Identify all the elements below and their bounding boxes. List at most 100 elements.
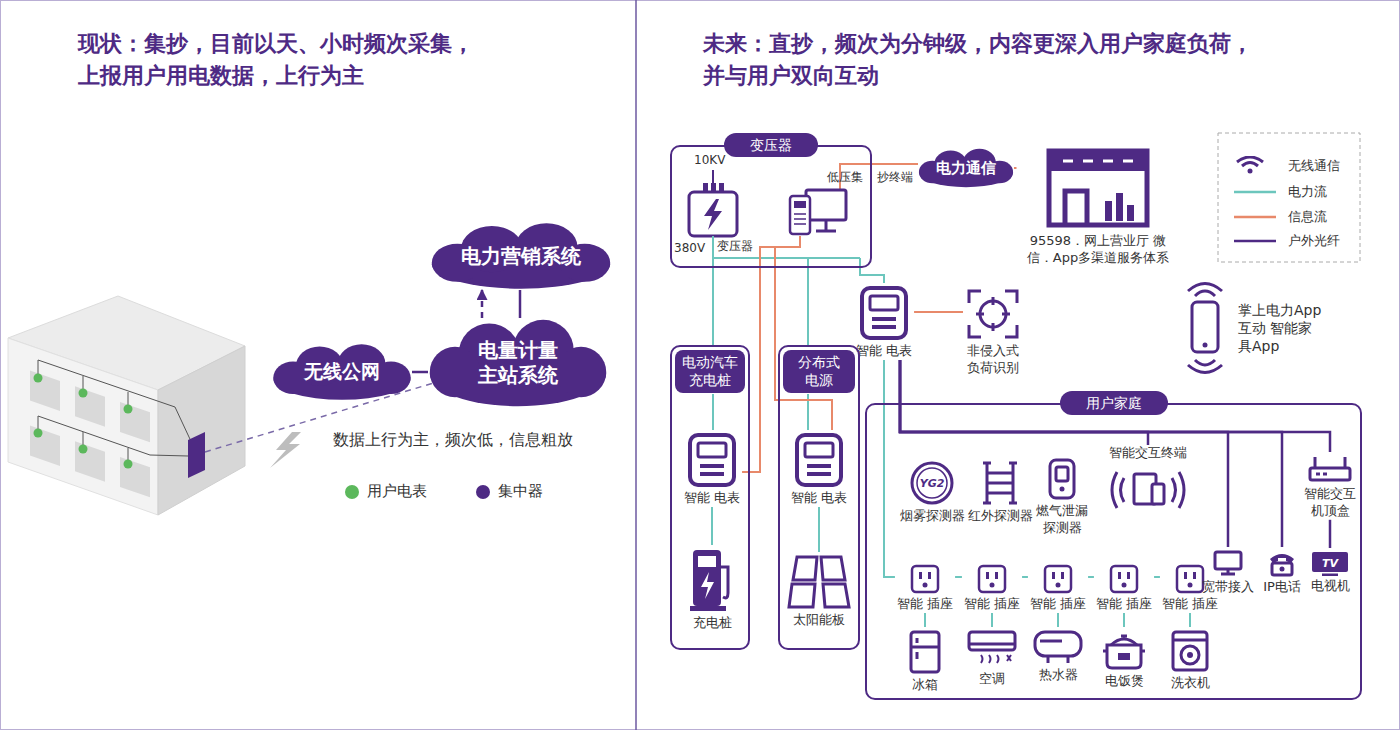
icon: [859, 285, 909, 341]
lightning: [270, 432, 301, 468]
icon: [967, 629, 1017, 669]
building-part: [124, 405, 133, 414]
icon-part-part: [1316, 473, 1327, 476]
legend-label: 无线通信: [1288, 157, 1340, 175]
icon-part-part: [1056, 467, 1068, 481]
icon-part-part: [690, 606, 726, 611]
connector: [1329, 520, 1332, 548]
icon-part-part: [969, 291, 1017, 337]
frame-part: [635, 0, 637, 730]
icon-part: [1266, 549, 1298, 577]
icon-part: [1109, 564, 1139, 594]
icon-part-part: [1184, 572, 1187, 579]
node-label: 冰箱: [912, 677, 938, 694]
cloud-label: 无线公网: [304, 360, 380, 384]
legend-item: 信息流: [1230, 207, 1327, 227]
icon-part-part: [1118, 653, 1130, 660]
connector: [1088, 576, 1094, 578]
icon-part-part: [1203, 343, 1208, 348]
label: 现状：集抄，目前以天、小时频次采集， 上报用户用电数据，上行为主: [78, 28, 477, 92]
icon-part: [908, 629, 942, 675]
icon-part-part: [805, 443, 833, 457]
cloud-system-part-part: [432, 223, 610, 288]
node-label: 智能 电表: [856, 343, 912, 360]
transformer-inner-part: [703, 183, 708, 192]
connector: [775, 268, 832, 430]
icon-part-part: [981, 655, 999, 663]
connector: [1057, 613, 1059, 627]
appliance: 空调: [965, 627, 1019, 688]
icon-part-part: [1188, 284, 1222, 373]
smart-meter: 智能 电表: [854, 283, 914, 360]
building-part: [120, 457, 150, 497]
legend-label: 集中器: [498, 482, 543, 501]
transformer-inner: [689, 164, 872, 268]
icon-text: YG2: [909, 460, 955, 506]
icon-part-part: [1173, 632, 1207, 670]
cloud-system-part-part: [430, 320, 606, 406]
icon-part-part: [807, 464, 831, 468]
icon: TV: [1310, 550, 1350, 576]
cloud-label: 电量计量 主站系统: [477, 338, 560, 388]
connector: [412, 371, 428, 374]
icon-part: [1170, 629, 1210, 673]
appliance: 电饭煲: [1099, 627, 1149, 690]
cloud-comm: 电力通信: [918, 148, 1014, 188]
connector: [900, 360, 1330, 452]
icon-part-part: [1105, 201, 1112, 221]
icon-part-part: [1173, 639, 1207, 642]
node-label: 智能交互 机顶盒: [1303, 486, 1358, 520]
icon: [1032, 629, 1084, 665]
interactive-terminal: 智能交互终端: [1106, 445, 1190, 518]
label: 10KV: [694, 152, 725, 169]
building-part: [38, 360, 196, 464]
building-part: [30, 426, 60, 466]
connector: [712, 268, 714, 345]
node-label: 红外探测器: [968, 508, 1033, 525]
distributed-group: 分布式 电源智能 电表太阳能板: [778, 345, 860, 650]
icon-part-part: [969, 632, 1015, 650]
icon-part-part: [1127, 205, 1134, 221]
cloud-comm-part-part: [919, 149, 1013, 187]
header-band: 分布式 电源: [783, 350, 855, 393]
node-label: 烟雾探测器: [900, 508, 965, 525]
icon-part-part: [912, 566, 938, 592]
node-label: 智能 电表: [684, 490, 740, 507]
group-header: 用户家庭: [1060, 391, 1168, 415]
icon-part-part: [872, 317, 896, 321]
icon-part-part: [1050, 460, 1074, 498]
icon-part-part: [862, 288, 906, 338]
icon-part-part: [1215, 552, 1241, 569]
icon-part-part: [1052, 572, 1055, 579]
icon: [1101, 629, 1147, 671]
icon-part-part: [1055, 583, 1060, 588]
cloud-system: 电力营销系统: [430, 222, 612, 290]
building-part: [30, 371, 60, 411]
infrared-detector: 红外探测器: [966, 458, 1035, 525]
legend-sample: [1230, 231, 1280, 251]
connector: [900, 360, 1228, 547]
icon-part: [859, 285, 909, 341]
icon: [1043, 145, 1153, 231]
icon-part-part: [928, 572, 931, 579]
icon-part-part: [979, 566, 1005, 592]
icon-part-part: [1040, 640, 1062, 643]
connector: [872, 163, 918, 165]
icon-part-part: [995, 572, 998, 579]
building-part: [34, 374, 43, 383]
icon: [1108, 464, 1188, 516]
icon-part: [965, 287, 1021, 341]
connector: [914, 311, 963, 313]
smart-meter: 智能 电表: [682, 430, 742, 507]
transformer-inner-part: [712, 170, 714, 184]
legend-sample-part-part: [1234, 216, 1276, 219]
node-label: 掌上电力App 互动 智能家具App: [1238, 301, 1325, 356]
node-label: 智能 插座: [897, 596, 953, 613]
node-label: 智能 插座: [964, 596, 1020, 613]
set-top-box: 智能交互 机顶盒: [1301, 452, 1360, 520]
building-part: [8, 338, 158, 515]
cloud-network-part-part: [273, 344, 410, 400]
legend-sample-part: [1230, 156, 1280, 176]
